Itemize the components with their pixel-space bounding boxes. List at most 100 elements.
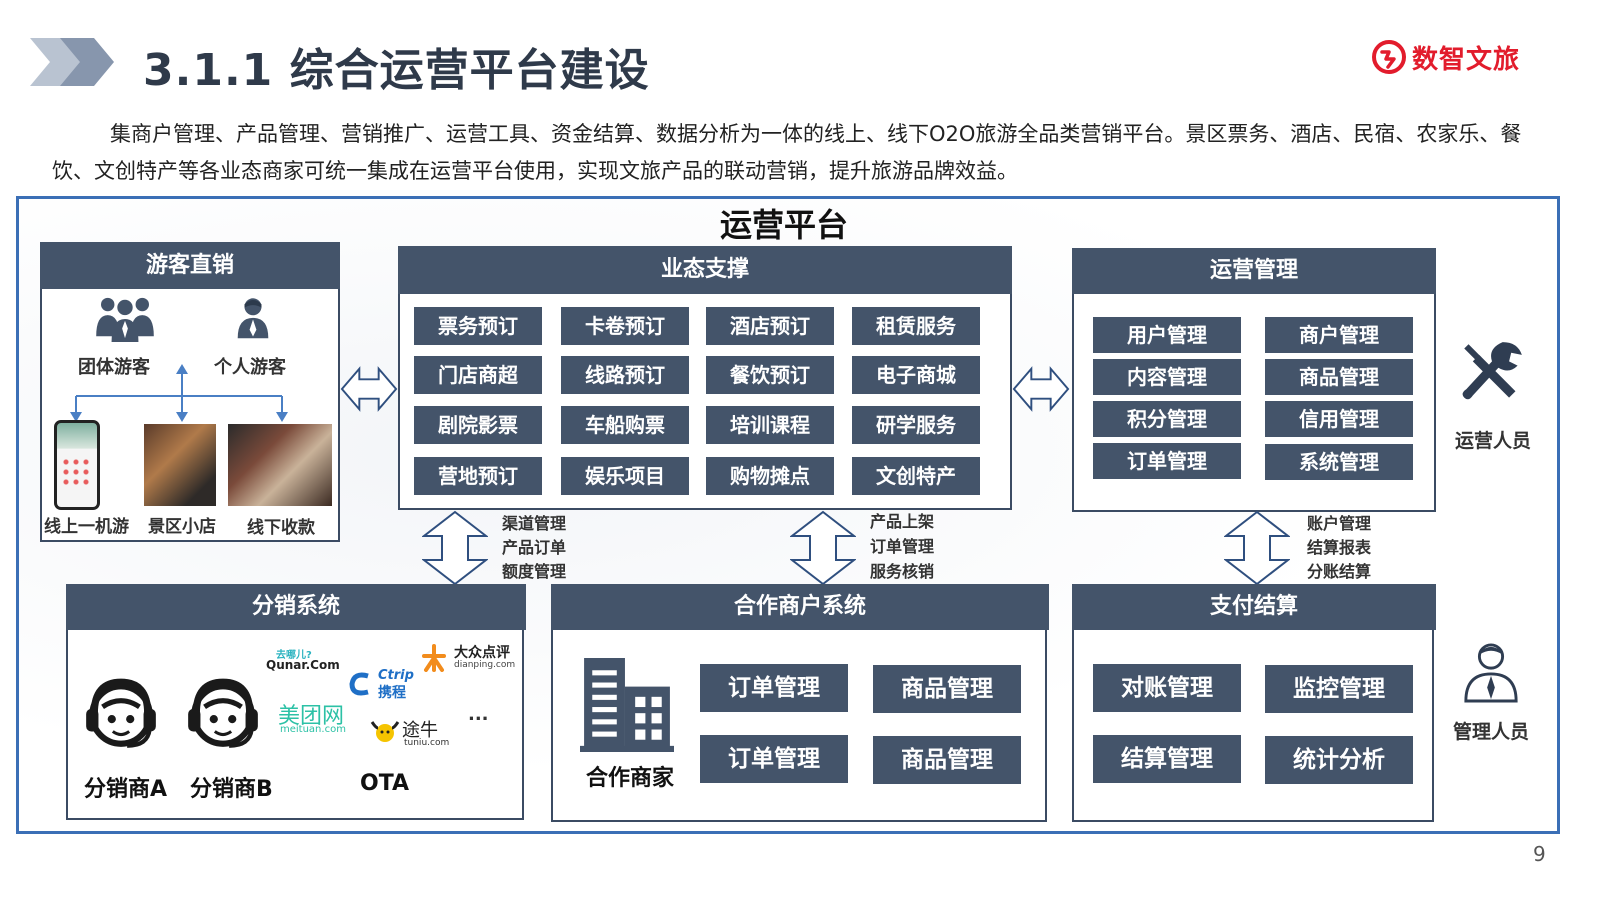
business-item: 培训课程: [706, 406, 834, 444]
operator-label: 运营人员: [1455, 430, 1532, 452]
tuniu-logo-en: tuniu.com: [404, 738, 450, 748]
business-item: 门店商超: [414, 356, 542, 394]
individual-tourist-icon: [237, 298, 269, 339]
dianping-logo-icon: [422, 644, 446, 672]
distributor-a-headset-icon: [86, 678, 156, 748]
qunar-logo-cn: 去哪儿?: [276, 650, 312, 661]
offline-payment-label: 线下收款: [247, 518, 315, 538]
link-left-line: 产品订单: [502, 538, 567, 557]
dianping-logo-en: dianping.com: [454, 660, 516, 670]
business-item: 线路预订: [561, 356, 689, 394]
payment-item: 对账管理: [1093, 664, 1241, 712]
link-right-line: 结算报表: [1307, 538, 1372, 557]
meituan-logo: 美团网 meituan.com: [276, 698, 352, 738]
business-item: 娱乐项目: [561, 457, 689, 495]
business-item: 餐饮预订: [706, 356, 834, 394]
ops-item: 积分管理: [1093, 401, 1241, 437]
ctrip-logo: Ctrip 携程: [348, 668, 428, 701]
partner-item: 订单管理: [700, 664, 848, 712]
ops-item: 商品管理: [1265, 359, 1413, 395]
business-item: 购物摊点: [706, 457, 834, 495]
business-item: 酒店预订: [706, 307, 834, 345]
intro-paragraph: 集商户管理、产品管理、营销推广、运营工具、资金结算、数据分析为一体的线上、线下O…: [52, 122, 1522, 183]
link-left-line: 额度管理: [502, 562, 567, 581]
tuniu-logo-icon: [370, 721, 400, 742]
business-panel-title: 业态支撑: [398, 246, 1012, 294]
brand-logo-text: 数智文旅: [1412, 44, 1521, 75]
distributor-b-headset-icon: [188, 678, 258, 748]
page-number: 9: [1533, 842, 1546, 866]
group-tourist-label: 团体游客: [78, 357, 150, 378]
vertical-arrow-left: [422, 510, 488, 586]
meituan-logo-text: 美团网: [278, 704, 345, 729]
qunar-logo-text: Qunar.Com: [266, 658, 340, 672]
brand-mark-icon: [1372, 40, 1406, 74]
manager-label: 管理人员: [1453, 721, 1530, 743]
ops-item: 订单管理: [1093, 443, 1241, 479]
qunar-logo: 去哪儿? Qunar.Com: [264, 634, 340, 676]
tuniu-logo-text: 途牛: [402, 720, 438, 741]
merchant-label: 合作商家: [586, 766, 675, 791]
business-item: 租赁服务: [852, 307, 980, 345]
scenic-shop-photo: [144, 424, 216, 506]
ctrip-logo-icon: [349, 672, 369, 696]
link-right-line: 账户管理: [1307, 514, 1372, 533]
partner-panel-title: 合作商户系统: [551, 584, 1049, 630]
distributor-b-label: 分销商B: [190, 777, 273, 802]
tourist-channel-arrows: [70, 364, 288, 422]
bidirectional-arrow-left: [340, 366, 398, 412]
ops-panel-title: 运营管理: [1072, 248, 1436, 294]
group-tourist-icon: [96, 297, 154, 342]
brand-logo: 数智文旅: [1372, 40, 1521, 75]
business-item: 电子商城: [852, 356, 980, 394]
partner-item: 订单管理: [700, 735, 848, 783]
platform-title: 运营平台: [719, 206, 848, 244]
online-label: 线上一机游: [44, 517, 129, 537]
link-right-line: 分账结算: [1307, 562, 1372, 581]
bidirectional-arrow-right: [1012, 366, 1070, 412]
partner-item: 商品管理: [873, 665, 1021, 713]
meituan-logo-en: meituan.com: [280, 724, 346, 735]
vertical-arrow-right: [1224, 510, 1290, 586]
partner-item: 商品管理: [873, 736, 1021, 784]
payment-panel-title: 支付结算: [1072, 584, 1436, 630]
ota-label: OTA: [360, 771, 410, 796]
payment-item: 统计分析: [1265, 736, 1413, 784]
link-middle-line: 服务核销: [870, 562, 935, 581]
chevron-decoration-icon: [30, 38, 114, 86]
dianping-logo-text: 大众点评: [454, 645, 510, 661]
ops-item: 信用管理: [1265, 401, 1413, 437]
business-item: 卡卷预订: [561, 307, 689, 345]
distributor-a-label: 分销商A: [84, 777, 168, 802]
scenic-shop-label: 景区小店: [148, 517, 216, 537]
ops-item: 内容管理: [1093, 359, 1241, 395]
link-left-line: 渠道管理: [502, 514, 567, 533]
payment-item: 结算管理: [1093, 735, 1241, 783]
business-item: 研学服务: [852, 406, 980, 444]
business-item: 车船购票: [561, 406, 689, 444]
page-title: 3.1.1 综合运营平台建设: [143, 45, 650, 96]
individual-tourist-label: 个人游客: [214, 357, 286, 378]
building-icon: [580, 658, 674, 752]
ops-item: 系统管理: [1265, 444, 1413, 480]
business-item: 剧院影票: [414, 406, 542, 444]
business-item: 营地预订: [414, 457, 542, 495]
ctrip-logo-cn: 携程: [378, 685, 406, 701]
dianping-logo: 大众点评 dianping.com: [418, 640, 520, 676]
ctrip-logo-text: Ctrip: [378, 668, 414, 683]
business-item: 票务预订: [414, 307, 542, 345]
ota-more-ellipsis: ...: [468, 704, 489, 725]
business-item: 文创特产: [852, 457, 980, 495]
link-middle-line: 订单管理: [870, 537, 935, 556]
tourist-panel-title: 游客直销: [40, 242, 340, 289]
vertical-arrow-middle: [790, 510, 856, 586]
ops-item: 用户管理: [1093, 317, 1241, 353]
manager-icon: [1464, 643, 1518, 703]
distribution-panel-title: 分销系统: [66, 584, 526, 630]
offline-payment-photo: [228, 424, 332, 506]
online-phone-image: [54, 420, 100, 510]
tools-icon: [1462, 342, 1522, 400]
ops-item: 商户管理: [1265, 317, 1413, 353]
link-middle-line: 产品上架: [870, 512, 935, 531]
payment-item: 监控管理: [1265, 665, 1413, 713]
